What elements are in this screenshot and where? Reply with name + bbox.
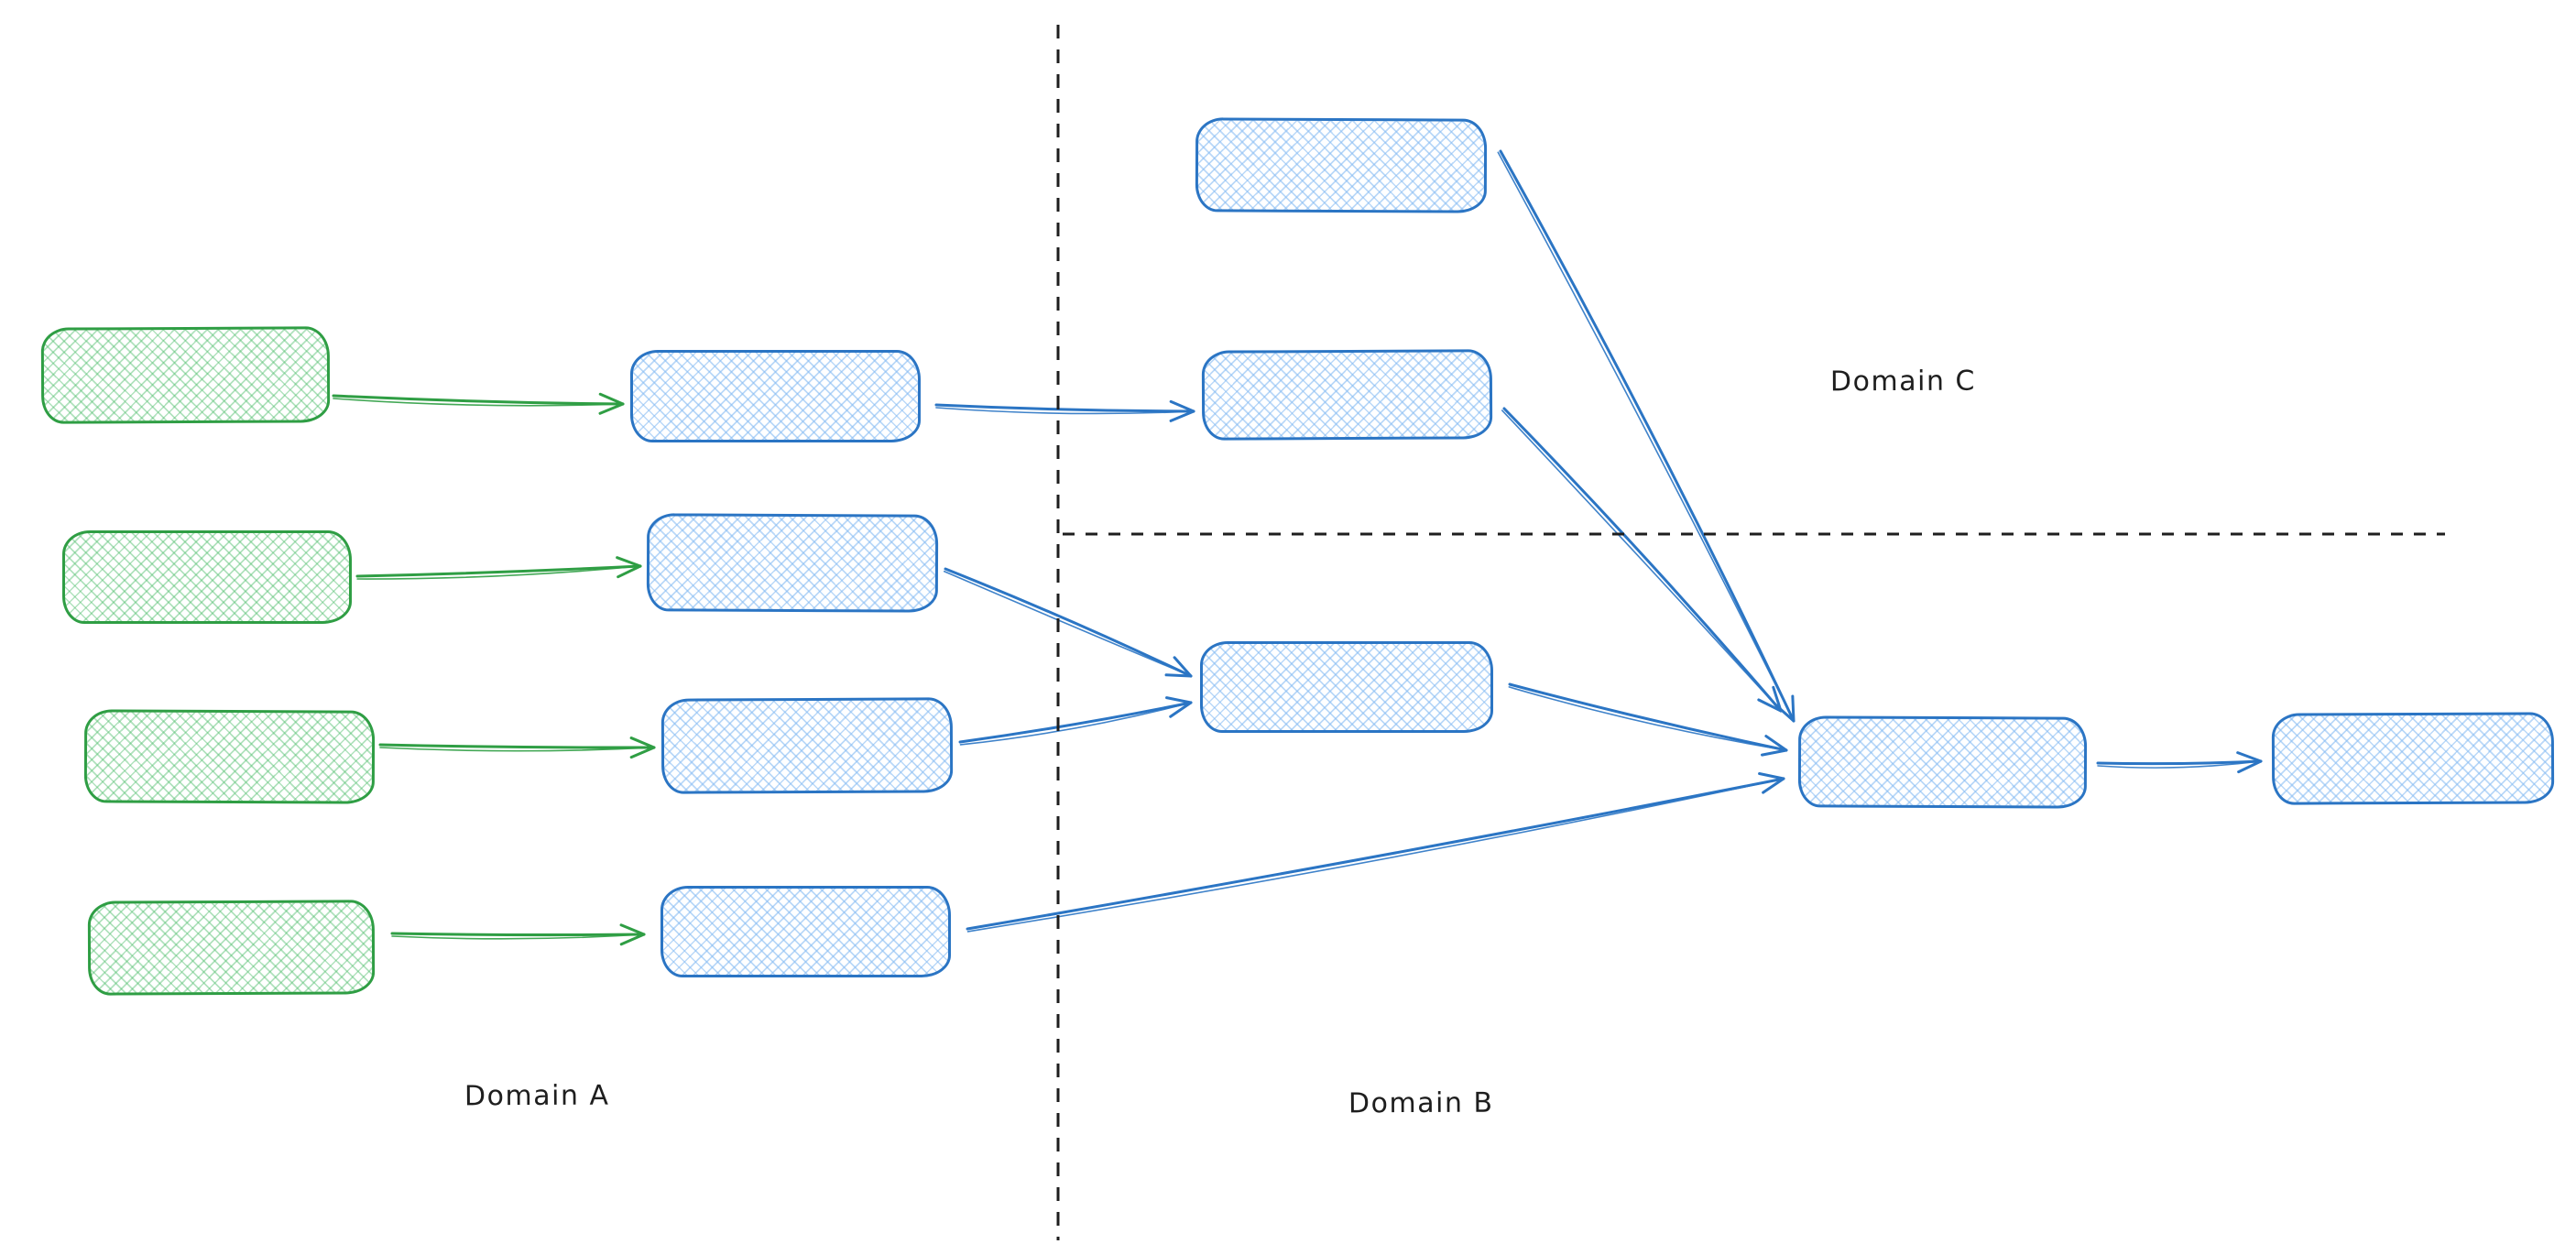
arrow-bluea1-to-blueb2: [934, 399, 1195, 422]
arrow-green2-to-bluea2: [355, 556, 642, 580]
arrow-blueb1-to-bluec1: [1497, 149, 1796, 723]
arrow-green3-to-bluea3: [378, 737, 656, 759]
arrow-bluec1-to-bluec2: [2096, 751, 2263, 774]
arrow-green1-to-bluea1: [332, 392, 625, 415]
arrow-blueb3-to-bluec1: [1508, 682, 1788, 757]
arrow-green4-to-bluea4: [390, 923, 646, 946]
arrow-blueb2-to-bluec1: [1501, 407, 1783, 713]
arrow-bluea4-to-bluec1: [966, 772, 1785, 933]
arrow-bluea2-to-blueb3: [944, 567, 1193, 678]
arrow-bluea3-to-blueb3: [958, 696, 1193, 746]
